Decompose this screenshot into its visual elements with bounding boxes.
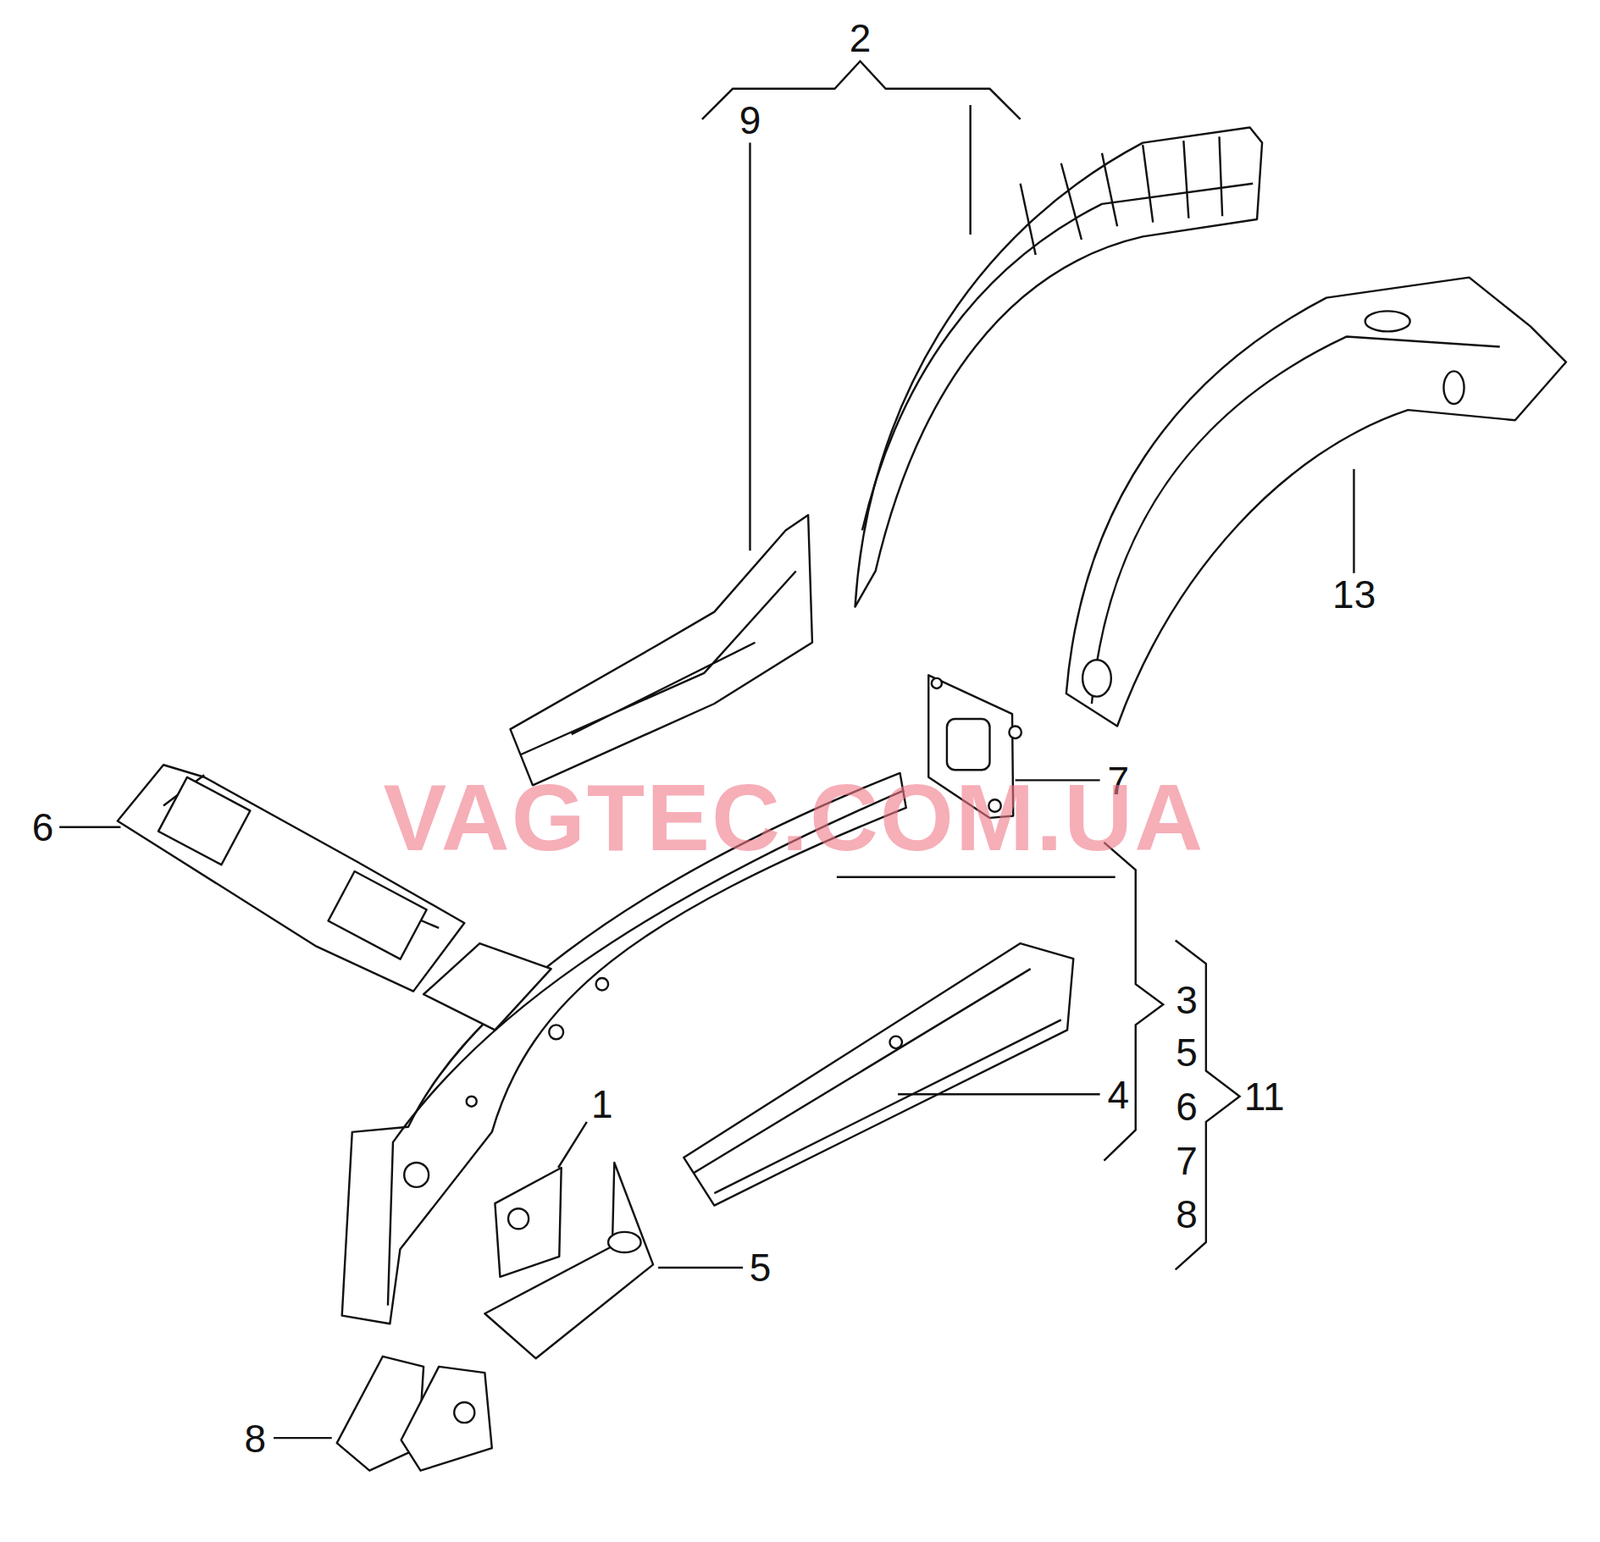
- callout-number: 2: [849, 18, 872, 58]
- callout-number: 3: [1175, 980, 1198, 1020]
- callout-number: 8: [243, 1419, 266, 1459]
- callout-number: 5: [1175, 1033, 1198, 1073]
- callout-number: 9: [739, 100, 762, 140]
- callout-number: 11: [1244, 1077, 1285, 1117]
- callout-number: 13: [1332, 575, 1376, 615]
- watermark: VAGTEC.COM.UA: [382, 770, 1205, 866]
- callout-number: 7: [1175, 1141, 1198, 1181]
- callout-number: 4: [1107, 1075, 1130, 1115]
- callout-number: 6: [32, 808, 55, 848]
- callout-number: 6: [1175, 1087, 1198, 1127]
- callout-number: 8: [1175, 1195, 1198, 1235]
- callout-number: 1: [591, 1085, 614, 1124]
- callout-number: 5: [749, 1248, 772, 1288]
